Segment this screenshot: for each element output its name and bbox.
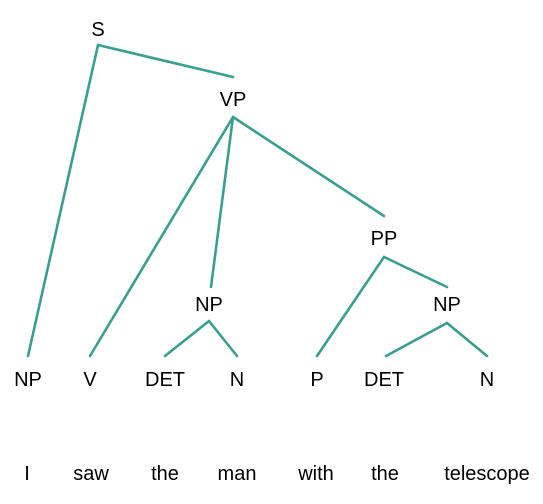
word-5: with (297, 463, 334, 485)
node-n-1: N (230, 369, 244, 391)
edge-np_obj-to-n1 (207, 319, 239, 358)
edge-s-to-np_subj (26, 43, 100, 358)
edge-vp-to-pp (231, 115, 386, 218)
word-2: saw (73, 463, 109, 485)
node-det-1: DET (145, 369, 185, 391)
word-7: telescope (444, 463, 530, 485)
node-s: S (91, 19, 104, 41)
word-1: I (24, 463, 30, 485)
node-np-subject: NP (14, 369, 42, 391)
edge-vp-to-np_obj (209, 115, 235, 289)
edge-np_pp-to-n2 (445, 321, 489, 358)
tree-edges (26, 43, 489, 358)
node-p: P (310, 369, 323, 391)
word-3: the (151, 463, 179, 485)
edge-s-to-vp (96, 43, 235, 79)
node-vp: VP (220, 89, 247, 111)
node-v: V (83, 369, 97, 391)
edge-pp-to-np_pp (382, 255, 449, 289)
node-np-pp: NP (433, 294, 461, 316)
node-n-2: N (480, 369, 494, 391)
edge-pp-to-p (315, 255, 386, 358)
node-np-object: NP (195, 294, 223, 316)
word-6: the (371, 463, 399, 485)
edge-np_obj-to-det1 (163, 319, 211, 358)
node-pp: PP (371, 228, 398, 250)
edge-vp-to-v (88, 115, 235, 358)
edge-np_pp-to-det2 (384, 321, 449, 358)
node-det-2: DET (364, 369, 404, 391)
word-4: man (218, 463, 257, 485)
